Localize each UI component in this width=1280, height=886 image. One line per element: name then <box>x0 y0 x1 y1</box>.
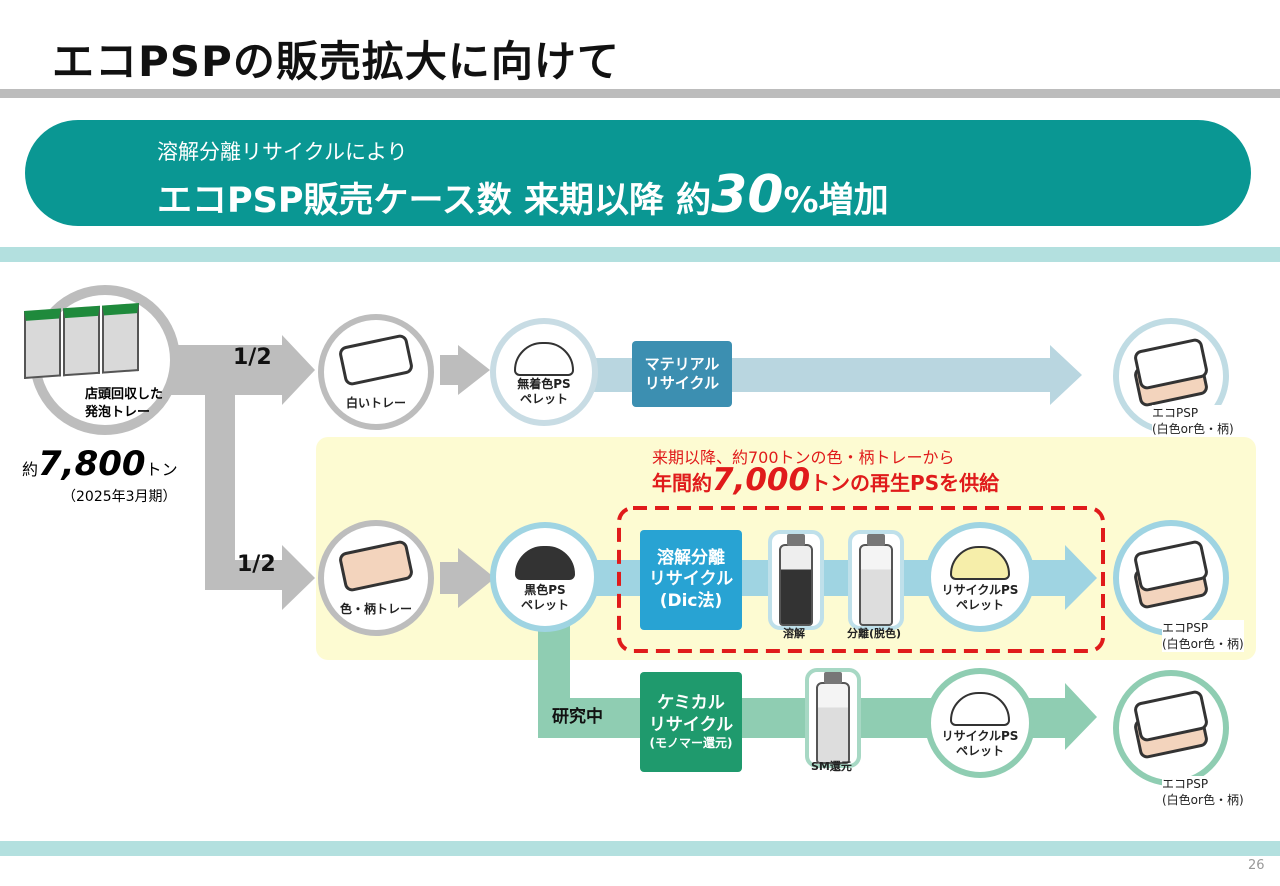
source-amount: 約7,800トン <box>22 444 178 484</box>
callout-line1: 来期以降、約700トンの色・柄トレーから <box>652 448 955 467</box>
colored-tray-icon <box>337 538 415 593</box>
recycled-pellet-circle: リサイクルPS ペレット <box>925 522 1035 632</box>
white-tray-circle: 白いトレー <box>318 314 434 430</box>
amount-unit: トン <box>145 460 178 479</box>
highlight-dashed-box <box>617 506 1105 653</box>
split-arrow <box>170 335 315 610</box>
colored-tray-label: 色・柄トレー <box>339 601 412 616</box>
headline-pre: エコPSP販売ケース数 来期以降 約 <box>157 181 712 221</box>
chemical-recycle-box: ケミカル リサイクル(モノマー還元) <box>640 672 742 772</box>
product-circle-bottom <box>1113 670 1229 786</box>
page-title: エコPSPの販売拡大に向けて <box>52 37 620 86</box>
black-pellet-label: 黒色PS ペレット <box>520 583 569 612</box>
banner-headline: エコPSP販売ケース数 来期以降 約30%増加 <box>157 165 889 225</box>
recycling-bins-icon <box>24 302 139 380</box>
step-separate-label: 分離(脱色) <box>847 627 902 640</box>
gray-arrow-top <box>440 345 490 395</box>
gray-arrow-mid <box>440 548 495 608</box>
clear-pellet-label: 無着色PS ペレット <box>517 377 571 406</box>
bottle-sm <box>805 668 861 768</box>
clear-pellet-circle: 無着色PS ペレット <box>490 318 598 426</box>
chemical-process-label: ケミカル リサイクル <box>648 693 734 735</box>
callout-post: トンの再生PSを供給 <box>810 471 1000 495</box>
chemical-pellet-icon <box>950 692 1010 726</box>
black-pellet-icon <box>515 546 575 580</box>
callout-pre: 年間約 <box>652 471 712 495</box>
product-label-top: エコPSP (白色or色・柄) <box>1152 405 1234 438</box>
amount-prefix: 約 <box>22 460 39 479</box>
white-tray-icon <box>337 332 415 387</box>
source-label: 店頭回収した 発泡トレー <box>85 387 164 420</box>
dissolution-recycle-box: 溶解分離 リサイクル (Dic法) <box>640 530 742 630</box>
source-period: （2025年3月期） <box>62 489 177 505</box>
page-number: 26 <box>1248 858 1265 873</box>
split-fraction-bottom: 1/2 <box>237 552 276 577</box>
amount-value: 7,800 <box>38 444 146 484</box>
recycled-pellet-icon <box>950 546 1010 580</box>
footer-band <box>0 841 1280 856</box>
headline-banner <box>25 120 1251 226</box>
recycled-pellet-label: リサイクルPS ペレット <box>941 583 1019 612</box>
white-tray-label: 白いトレー <box>345 395 406 410</box>
headline-number: 30 <box>711 165 784 225</box>
bottle-dissolve <box>768 530 824 630</box>
product-circle-mid <box>1113 520 1229 636</box>
product-label-mid: エコPSP (白色or色・柄) <box>1162 620 1244 653</box>
title-rule <box>0 89 1280 98</box>
callout-number: 7,000 <box>712 462 811 498</box>
callout-line2: 年間約7,000トンの再生PSを供給 <box>652 462 999 498</box>
research-label: 研究中 <box>552 707 603 727</box>
material-recycle-box: マテリアル リサイクル <box>632 341 732 407</box>
bottle-separate <box>848 530 904 630</box>
banner-subtitle: 溶解分離リサイクルにより <box>157 140 408 164</box>
colored-tray-circle: 色・柄トレー <box>318 520 434 636</box>
headline-post: %増加 <box>783 181 889 221</box>
divider-band <box>0 247 1280 262</box>
step-sm-label: SM還元 <box>811 760 852 773</box>
chemical-pellet-circle: リサイクルPS ペレット <box>925 668 1035 778</box>
step-dissolve-label: 溶解 <box>783 627 805 640</box>
chemical-process-sub: (モノマー還元) <box>649 735 733 750</box>
split-fraction-top: 1/2 <box>233 345 272 370</box>
pellet-icon <box>514 342 574 376</box>
product-label-bottom: エコPSP (白色or色・柄) <box>1162 776 1244 809</box>
chemical-pellet-label: リサイクルPS ペレット <box>941 729 1019 758</box>
black-pellet-circle: 黒色PS ペレット <box>490 522 600 632</box>
